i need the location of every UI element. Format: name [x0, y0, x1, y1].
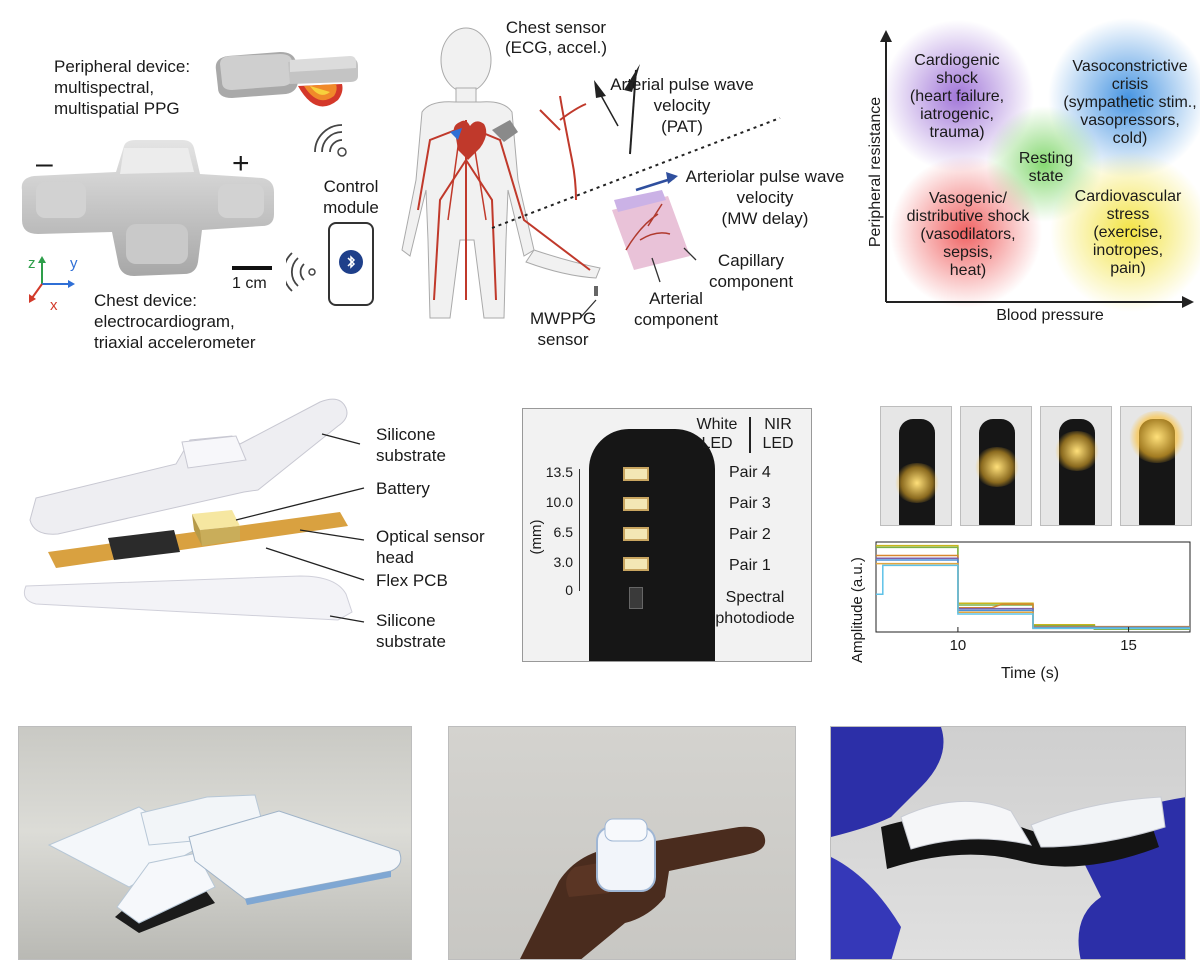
led-photo-3 — [1040, 406, 1112, 526]
panel-f: 10 15 Amplitude (a.u.) Time (s) — [840, 400, 1200, 690]
scale-bar-label: 1 cm — [232, 275, 267, 292]
plus-sign: + — [232, 147, 250, 180]
glow-3 — [1053, 431, 1101, 471]
chart-y-label: Amplitude (a.u.) — [849, 557, 866, 663]
led-pair-1 — [623, 557, 649, 571]
mm-axis-line — [579, 469, 580, 591]
sensor-probe-photo — [589, 429, 715, 661]
axis-triad — [29, 256, 75, 303]
wireless-signal-icon — [314, 124, 347, 157]
hemodynamic-map — [880, 18, 1200, 312]
series-line-7 — [876, 564, 1190, 630]
bluetooth-icon — [339, 250, 363, 274]
label-flex-pcb: Flex PCB — [376, 571, 448, 590]
chest-device-illustration — [21, 140, 274, 276]
scale-bar — [232, 266, 272, 270]
body-illustration — [401, 27, 781, 319]
capillary-label: Capillary component — [708, 251, 794, 291]
axis-y-label: y — [70, 255, 78, 272]
region-blob-vasogenic — [890, 156, 1042, 308]
x-tick-label-15: 15 — [1120, 637, 1137, 654]
wireless-signal-icon-2 — [286, 252, 316, 292]
arteriolar-pwv-label: Arteriolar pulse wave velocity (MW delay… — [685, 167, 845, 228]
tick-10-0: 10.0 — [545, 494, 573, 510]
pair-3-label: Pair 3 — [729, 495, 771, 512]
led-pair-2 — [623, 527, 649, 541]
region-label-vasogenic: Vasogenic/distributive shock(vasodilator… — [906, 190, 1030, 279]
region-blob-cardiovascular — [1050, 152, 1200, 312]
led-pair-3 — [623, 497, 649, 511]
led-photo-4 — [1120, 406, 1192, 526]
panel-a: Peripheral device: multispectral, multis… — [0, 0, 400, 360]
finger-illustration — [520, 818, 766, 959]
glow-4 — [1127, 411, 1187, 463]
panel-b: Chest sensor (ECG, accel.) Arterial puls… — [400, 0, 860, 360]
x-tick-label-10: 10 — [950, 637, 967, 654]
mwppg-sensor-label: MWPPG sensor — [529, 309, 597, 349]
photodiode — [629, 587, 643, 609]
phone-icon — [328, 222, 374, 306]
led-photo-strip — [880, 406, 1196, 526]
minus-sign: – — [36, 147, 53, 180]
x-axis-label: Blood pressure — [996, 307, 1104, 324]
tick-0: 0 — [565, 582, 573, 598]
control-module-label: Control module — [323, 177, 379, 217]
photo-devices-on-table — [18, 726, 412, 960]
y-axis-label: Peripheral resistance — [867, 96, 884, 248]
glow-2 — [973, 447, 1021, 487]
arterial-component-label: Arterial component — [633, 289, 719, 329]
pair-4-label: Pair 4 — [729, 464, 771, 481]
exploded-view-illustration — [23, 398, 365, 623]
axis-x-label: x — [50, 297, 58, 314]
pair-2-label: Pair 2 — [729, 526, 771, 543]
tick-3-0: 3.0 — [553, 554, 573, 570]
amplitude-chart: 10 15 — [875, 541, 1191, 654]
pair-1-label: Pair 1 — [729, 557, 771, 574]
chest-sensor-label: Chest sensor (ECG, accel.) — [504, 18, 608, 57]
chart-x-label: Time (s) — [1000, 665, 1060, 682]
photo-gloved-hands-stretch — [830, 726, 1186, 960]
peripheral-device-label: Peripheral device: multispectral, multis… — [54, 57, 191, 118]
led-pair-4 — [623, 467, 649, 481]
led-photo-1 — [880, 406, 952, 526]
devices-illustration — [47, 794, 402, 933]
gloved-hands-illustration — [831, 727, 1185, 959]
glow-1 — [893, 463, 941, 503]
peripheral-device-illustration — [215, 52, 358, 107]
label-battery: Battery — [376, 479, 430, 498]
photo-finger-sensor — [448, 726, 796, 960]
arterial-pwv-label: Arterial pulse wave velocity (PAT) — [610, 75, 754, 136]
tick-6-5: 6.5 — [553, 524, 573, 540]
legend-divider — [749, 417, 751, 453]
series-line-5 — [876, 559, 1190, 629]
tick-13-5: 13.5 — [545, 464, 573, 480]
chest-device-label: Chest device: electrocardiogram, triaxia… — [94, 291, 256, 352]
axis-z-label: z — [28, 255, 36, 272]
led-photo-2 — [960, 406, 1032, 526]
